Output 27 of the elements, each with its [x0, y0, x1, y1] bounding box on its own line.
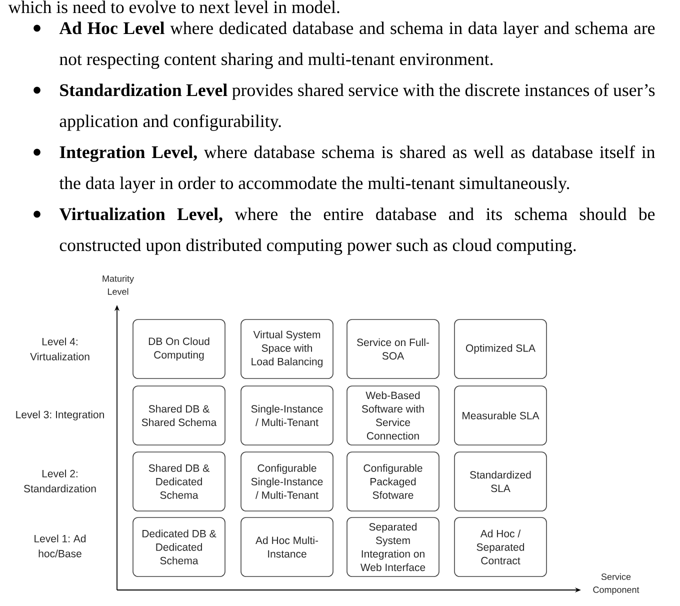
bullet-text: Ad Hoc Level where dedicated database and schema in data layer and schema are not respecting content sharing and multi-tenant environment. — [59, 22, 655, 69]
rounded-box: DB On Cloud Computing — [132, 319, 226, 379]
rounded-box: Dedicated DB & Dedicated Schema — [132, 517, 226, 577]
rounded-box: Virtual System Space with Load Balancing — [240, 319, 334, 379]
rounded-box: Single-Instance / Multi-Tenant — [240, 386, 334, 446]
rounded-box: Configurable Packaged Sfotware — [346, 452, 440, 512]
level-label: Level 2: Standardization — [24, 470, 96, 492]
bullet-text: Integration Level, where database schema is shared as well as database itself in the data layer in order to accommodate the multi-tenant simultaneously. — [59, 145, 655, 193]
rounded-box: Configurable Single-Instance / Multi-Tenant — [240, 452, 334, 512]
rounded-box: Ad Hoc / Separated Contract — [454, 517, 547, 577]
body-text: which is need to evolve to next level in model. — [8, 0, 340, 14]
axis-title: Maturity Level — [102, 275, 134, 295]
level-label: Level 1: Ad hoc/Base — [34, 534, 86, 558]
level-label: Level 4: Virtualization — [30, 338, 90, 360]
rounded-box: Optimized SLA — [454, 319, 547, 379]
bullet-text: Virtualization Level, where the entire database and its schema should be constructed upon distributed computing power such as cloud computing. — [59, 208, 655, 255]
rounded-box: Standardized SLA — [454, 452, 547, 512]
bullet-text: Standardization Level provides shared service with the discrete instances of user’s application and configurability. — [60, 83, 655, 131]
rounded-box: Ad Hoc Multi-Instance — [240, 517, 334, 577]
rounded-box: Separated System Integration on Web Interface — [346, 517, 440, 577]
rounded-box: Web-Based Software with Service Connection — [346, 386, 440, 446]
rounded-box: Service on Full-SOA — [346, 319, 440, 379]
axis-title: Service Component — [593, 573, 640, 595]
rounded-box: Measurable SLA — [454, 386, 547, 446]
rounded-box: Shared DB & Dedicated Schema — [132, 452, 226, 512]
level-label: Level 3: Integration — [16, 410, 104, 420]
rounded-box: Shared DB & Shared Schema — [132, 386, 226, 446]
